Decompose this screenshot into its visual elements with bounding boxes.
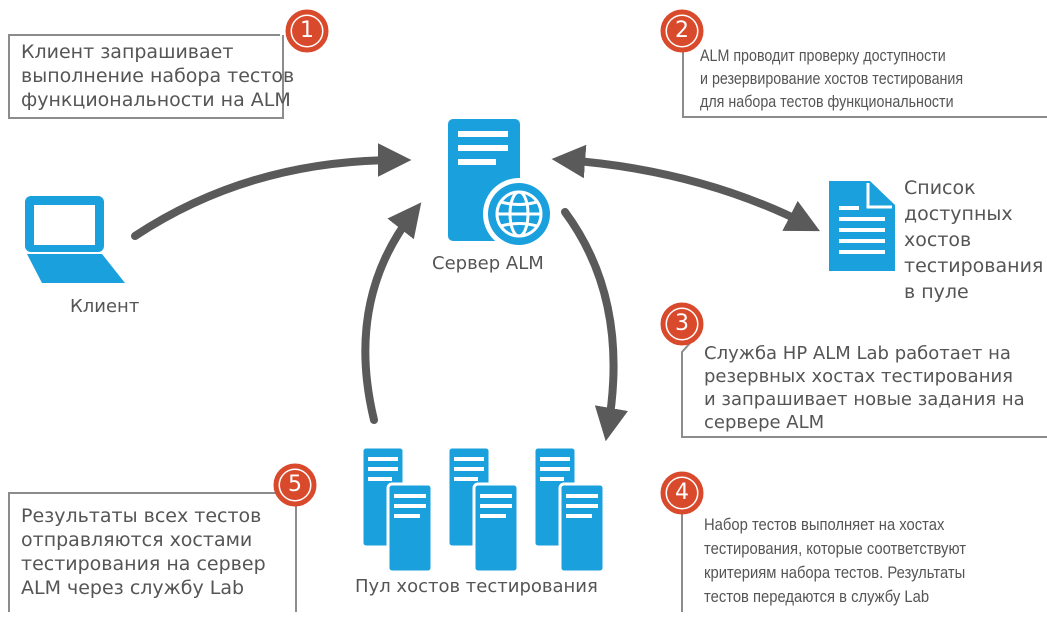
step-3-number: 3 [675,311,689,336]
client-label: Клиент [70,296,140,317]
step-1-text: Клиент запрашивает выполнение набора тес… [21,41,295,111]
server-label: Сервер ALM [432,253,544,274]
step-1-frame [8,34,284,119]
server-globe-icon [448,119,555,250]
step-4-text: Набор тестов выполняет на хостах тестиро… [704,515,966,606]
step-3-text: Служба HP ALM Lab работает на резервных … [704,343,1025,433]
arrow-client-to-server [131,143,412,240]
step-2-text: ALM проводит проверку доступности и резе… [700,46,964,111]
arrow-pool-to-server [361,202,422,424]
step-4-number: 4 [675,480,689,505]
server-stack-icon [360,445,606,574]
step-5-number: 5 [288,472,302,497]
step-1-number: 1 [300,18,314,43]
step-5-text: Результаты всех тестов отправляются хост… [21,505,266,599]
host-pool-label: Пул хостов тестирования [355,576,598,597]
step-2-number: 2 [675,18,689,43]
arrow-server-to-pool [561,208,628,442]
document-icon [829,181,895,271]
arrow-server-hostlist [551,144,820,232]
host-list-label: Список доступных хостов тестирования в п… [904,177,1044,303]
laptop-icon [25,196,125,283]
